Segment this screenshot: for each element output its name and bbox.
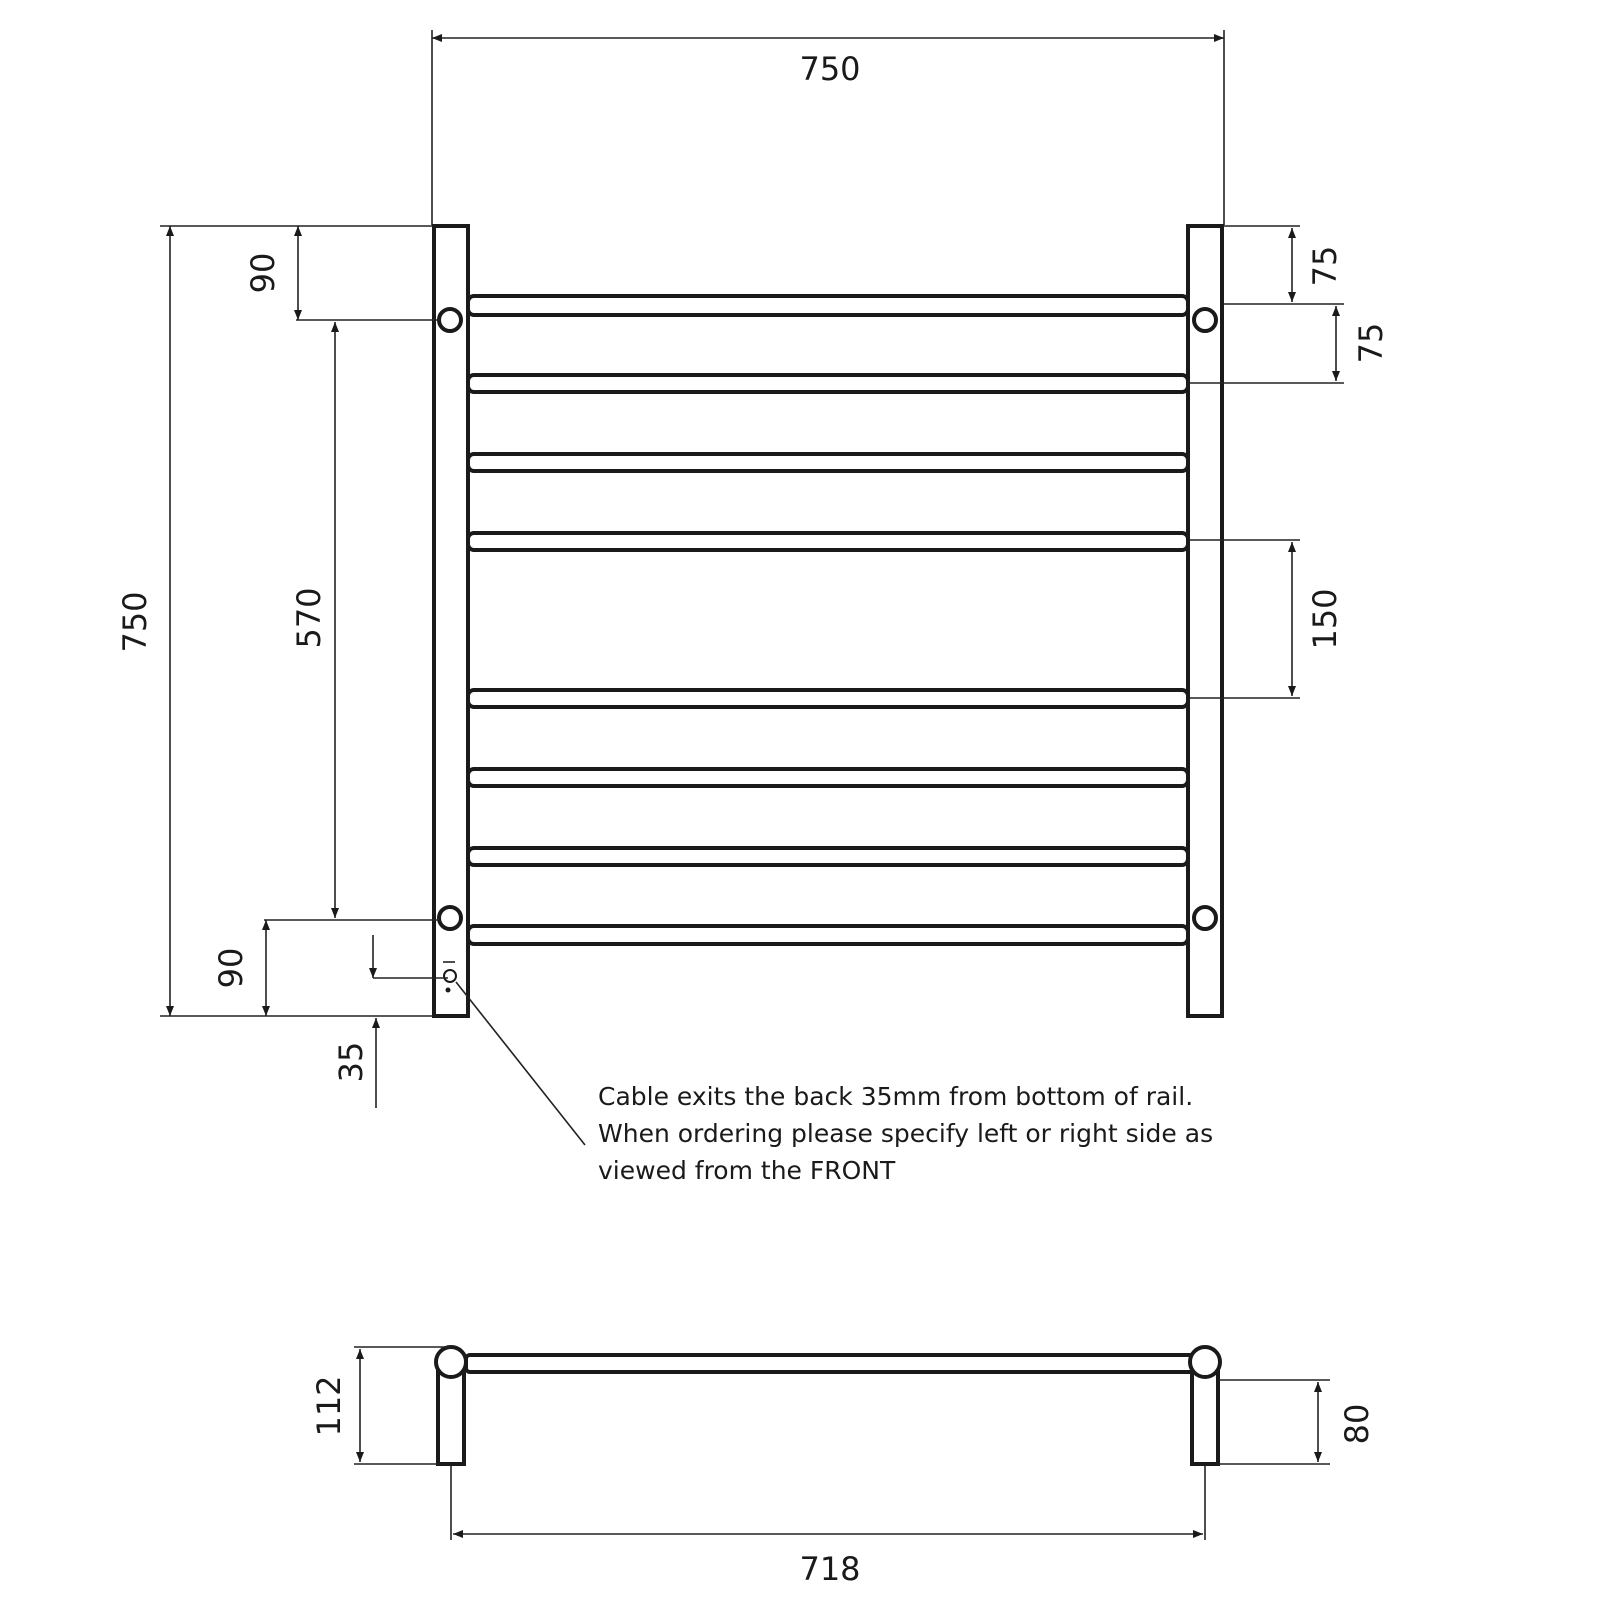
dim-top-offset-right: 75 <box>1306 246 1344 287</box>
note-line-3: viewed from the FRONT <box>598 1156 896 1185</box>
dim-bracket-centers: 718 <box>799 1550 860 1588</box>
left-upright <box>432 224 470 1018</box>
bracket-top-left <box>437 307 463 333</box>
cable-exit-icon <box>443 969 457 983</box>
note-line-1: Cable exits the back 35mm from bottom of… <box>598 1082 1193 1111</box>
bracket-bottom-right <box>1192 905 1218 931</box>
bracket-top-right <box>1192 307 1218 333</box>
dim-cable-offset: 35 <box>332 1042 370 1083</box>
dim-bottom-offset-left: 90 <box>212 948 250 989</box>
dim-overall-height: 750 <box>116 591 154 652</box>
dim-depth-overall: 112 <box>310 1375 348 1436</box>
note-line-2: When ordering please specify left or rig… <box>598 1119 1213 1148</box>
dim-rail-spacing-small: 75 <box>1352 323 1390 364</box>
front-view: 750 750 90 <box>116 30 1390 1185</box>
dim-rail-spacing-large: 150 <box>1306 588 1344 649</box>
bracket-bottom-left <box>437 905 463 931</box>
top-view: 112 80 718 <box>310 1345 1376 1588</box>
dim-overall-width: 750 <box>799 50 860 88</box>
note-leader <box>455 981 586 1146</box>
dim-bracket-spacing: 570 <box>290 587 328 648</box>
right-upright <box>1186 224 1224 1018</box>
rails <box>466 294 1190 946</box>
dim-top-offset-left: 90 <box>244 253 282 294</box>
top-rail <box>464 1353 1220 1374</box>
dim-depth-bracket: 80 <box>1338 1404 1376 1445</box>
